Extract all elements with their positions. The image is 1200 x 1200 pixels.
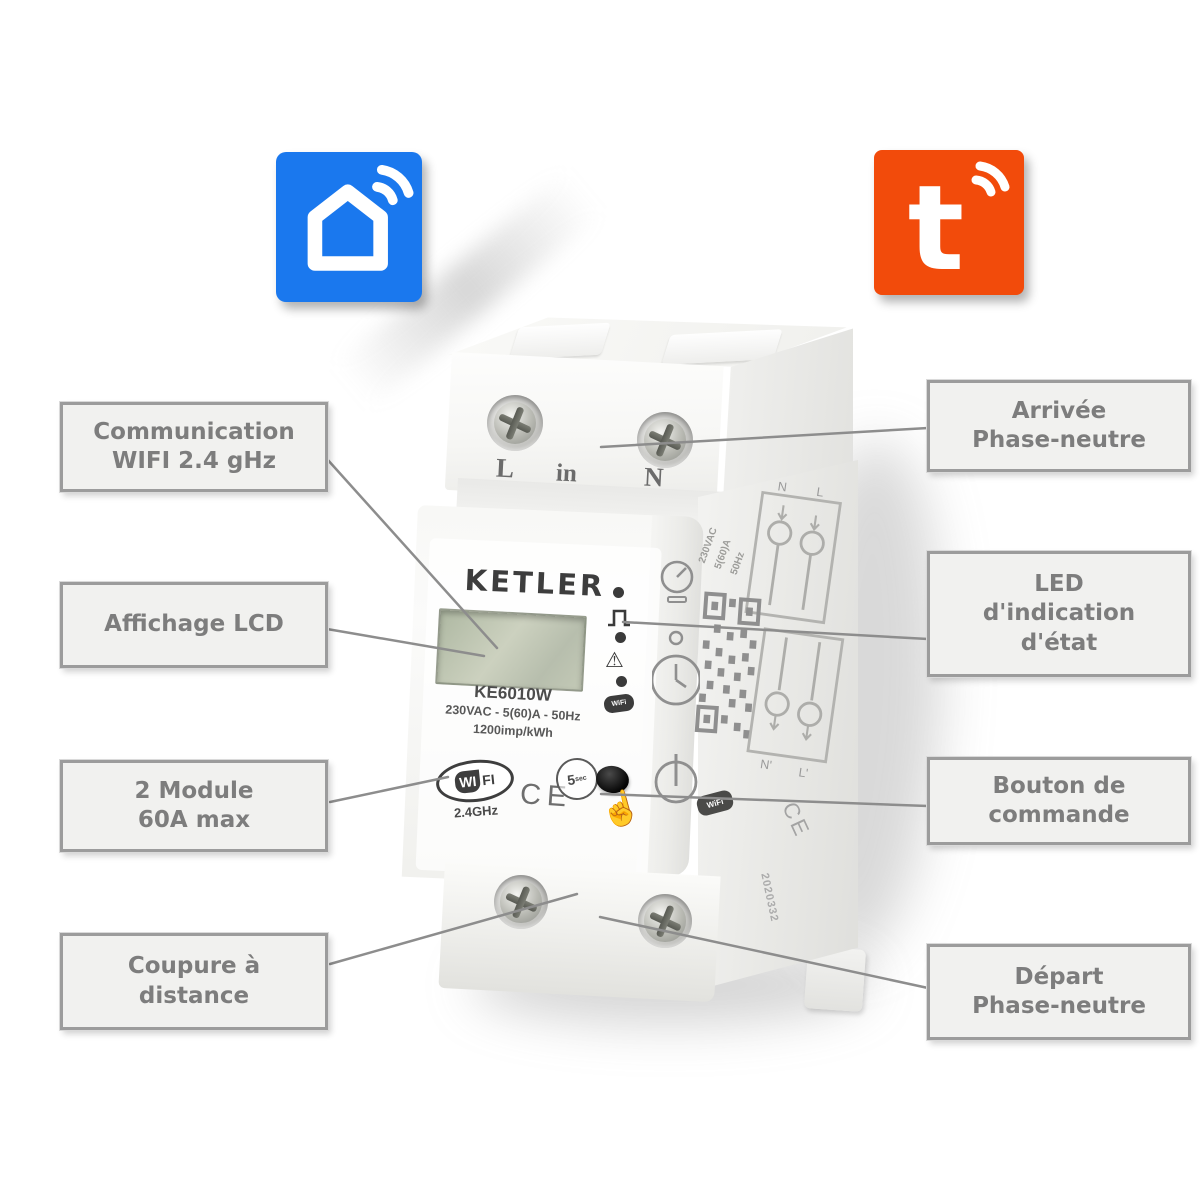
callout-line-depart — [598, 915, 930, 990]
wiring-in-label-n: N — [777, 479, 788, 494]
callout-text: d'état — [1020, 629, 1098, 656]
callout-line-bouton — [599, 792, 930, 808]
callout-line-communication — [325, 457, 499, 650]
callout-bouton-commande: Bouton de commande — [926, 756, 1192, 846]
callout-module-60a: 2 Module 60A max — [59, 759, 329, 853]
wiring-out-label-l: L' — [798, 765, 809, 780]
callout-text: Départ — [1014, 963, 1104, 990]
terminal-screw-top-left — [487, 395, 543, 451]
callout-led-indication: LED d'indication d'état — [926, 550, 1192, 678]
callout-communication-wifi: Communication WIFI 2.4 gHz — [59, 401, 329, 493]
wifi-arc-large — [975, 161, 1010, 192]
callout-text: WIFI 2.4 gHz — [111, 448, 277, 474]
wiring-in-label-l: L — [816, 485, 825, 500]
callout-text: d'indication — [982, 600, 1136, 627]
callout-text: Communication — [93, 418, 295, 445]
tuya-wifi-icon — [971, 161, 1010, 197]
callout-depart-phase-neutre: Départ Phase-neutre — [926, 943, 1192, 1041]
callout-text: LED — [1034, 570, 1084, 597]
smart-life-house-icon — [307, 164, 414, 271]
callout-text: Affichage LCD — [104, 611, 284, 638]
wiring-diagram-out: N' L' — [746, 627, 845, 781]
wiring-out-label-n: N' — [759, 757, 772, 772]
wifi-arc-small — [971, 175, 996, 197]
status-led-2 — [615, 632, 626, 643]
terminal-screw-top-right — [637, 412, 693, 468]
callout-text: 60A max — [137, 807, 251, 833]
gauge-icon — [660, 560, 694, 603]
callout-arrivee-phase-neutre: Arrivée Phase-neutre — [926, 379, 1192, 473]
status-led-3 — [616, 676, 627, 687]
smart-life-app-icon — [276, 152, 422, 302]
wifi-arc-small — [372, 181, 398, 206]
callout-line-coupure — [328, 892, 579, 966]
callout-text: Phase-neutre — [972, 427, 1146, 453]
status-led-1 — [613, 587, 624, 598]
callout-text: Arrivée — [1011, 397, 1107, 424]
terminal-screw-bottom-left — [494, 875, 548, 929]
tuya-letter: t — [907, 158, 965, 297]
warning-icon: ⚠ — [605, 649, 624, 672]
callout-text: 2 Module — [134, 777, 254, 804]
pulse-icon — [608, 609, 630, 627]
callout-text: Bouton de — [992, 772, 1126, 799]
callout-coupure-distance: Coupure à distance — [59, 932, 329, 1031]
callout-text: Coupure à — [127, 953, 261, 980]
qr-code — [694, 591, 762, 739]
callout-line-module — [328, 775, 450, 804]
callout-affichage-lcd: Affichage LCD — [59, 581, 329, 669]
callout-line-led — [621, 620, 930, 641]
power-icon — [654, 754, 698, 804]
callout-text: distance — [138, 982, 250, 1009]
tuya-app-icon: t — [874, 150, 1024, 295]
wifi-arc-large — [376, 164, 414, 198]
alarm-clock-icon — [652, 630, 700, 706]
callout-line-lcd — [325, 627, 486, 658]
wiring-diagram-in: N L — [744, 479, 842, 625]
callout-text: Phase-neutre — [972, 993, 1146, 1019]
callout-line-arrivee — [599, 426, 930, 449]
terminal-screw-bottom-right — [638, 894, 692, 948]
callout-text: commande — [988, 802, 1130, 828]
